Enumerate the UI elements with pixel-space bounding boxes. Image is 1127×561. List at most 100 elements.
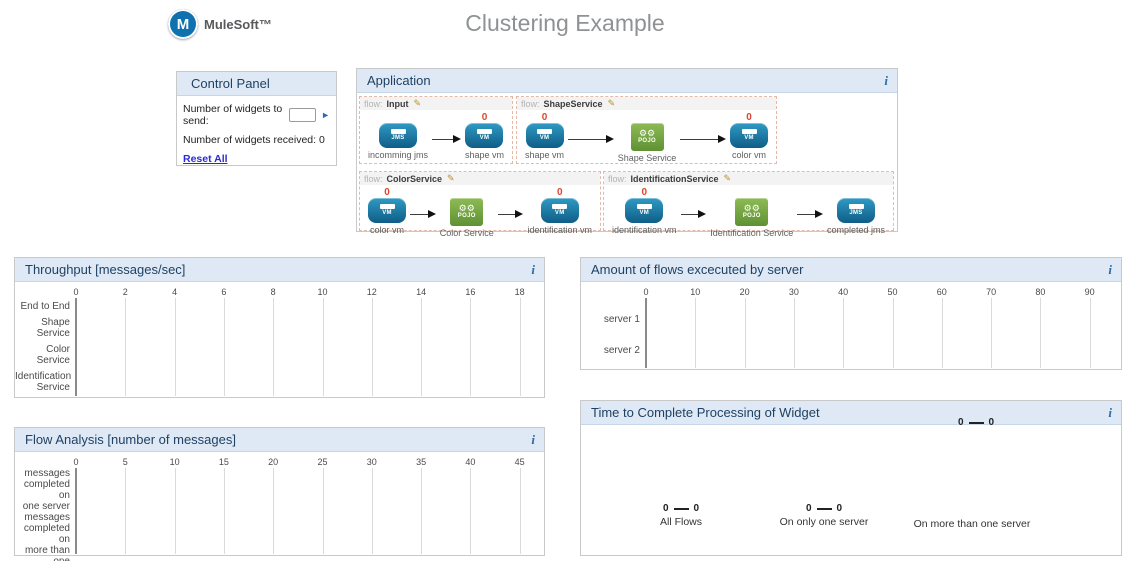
info-icon[interactable]: i [1108, 405, 1112, 420]
flow-header: flow:ShapeService✎ [517, 97, 776, 110]
message-count: 0 [746, 112, 752, 123]
throughput-panel-header: Throughput [messages/sec] i [15, 258, 544, 282]
flow-name: Input [386, 98, 409, 109]
reset-all-link[interactable]: Reset All [183, 153, 228, 165]
edit-flow-icon[interactable]: ✎ [723, 173, 732, 183]
flow-arrow-icon [568, 135, 614, 143]
gridline [273, 468, 275, 554]
brand: M MuleSoft™ [168, 9, 272, 39]
edit-flow-icon[interactable]: ✎ [607, 98, 616, 108]
flow-name: ShapeService [543, 98, 603, 109]
axis-tick-label: 40 [465, 457, 476, 467]
category-label: Color Service [36, 344, 70, 367]
info-icon[interactable]: i [531, 432, 535, 447]
flow-analysis-panel-title: Flow Analysis [number of messages] [25, 432, 236, 447]
flow-arrow-icon [410, 210, 436, 218]
message-count: 0 [556, 187, 563, 198]
flow-header: flow:ColorService ✎ [360, 172, 600, 185]
time-panel-title: Time to Complete Processing of Widget [591, 405, 820, 420]
gridline [1040, 298, 1042, 368]
flow-label-prefix: flow: [364, 173, 383, 184]
flow-node-label: Color Service [439, 228, 494, 238]
gridline [322, 298, 324, 396]
pojo-icon: ⚙⚙POJO [630, 123, 664, 151]
application-panel-header: Application i [357, 69, 897, 93]
flow-arrow-icon [432, 135, 461, 143]
axis-tick-label: 16 [465, 287, 476, 297]
axis-tick-label: 10 [690, 287, 701, 297]
range-max: 0 [988, 417, 995, 428]
group-label: All Flows [659, 516, 702, 528]
edit-flow-icon[interactable]: ✎ [413, 98, 422, 108]
message-count: 0 [641, 187, 648, 198]
vm-icon: VM [540, 198, 579, 223]
flow-node-label: Shape Service [617, 153, 677, 163]
category-label: Shape Service [36, 316, 70, 339]
axis-line [75, 468, 77, 554]
vm-icon: VM [730, 123, 769, 148]
flow-analysis-panel-header: Flow Analysis [number of messages] i [15, 428, 544, 452]
axis-tick-label: 90 [1084, 287, 1095, 297]
category-label: server 1 [603, 314, 640, 325]
info-icon[interactable]: i [1108, 262, 1112, 277]
range-value: 0 0 [581, 503, 781, 514]
gridline [371, 298, 373, 396]
gridline [125, 468, 127, 554]
axis-tick-label: 20 [268, 457, 279, 467]
gridline [223, 468, 225, 554]
axis-tick-label: 4 [172, 287, 178, 297]
throughput-panel-title: Throughput [messages/sec] [25, 262, 186, 277]
axis-tick-label: 15 [218, 457, 229, 467]
flow-name: ColorService [386, 173, 443, 184]
axis-tick-label: 2 [122, 287, 128, 297]
axis-tick-label: 12 [366, 287, 377, 297]
axis-tick-label: 20 [739, 287, 750, 297]
range-min: 0 [662, 503, 669, 514]
range-min: 0 [957, 417, 964, 428]
page-title: Clustering Example [465, 10, 665, 36]
axis-tick-label: 5 [122, 457, 128, 467]
vm-icon: VM [465, 123, 504, 148]
gridline [174, 298, 176, 396]
flow-label-prefix: flow: [608, 173, 627, 184]
vm-icon: VM [525, 123, 564, 148]
info-icon[interactable]: i [531, 262, 535, 277]
gridline [273, 298, 275, 396]
axis-line [75, 298, 77, 396]
gridline [1089, 298, 1091, 368]
time-panel-header: Time to Complete Processing of Widget i [581, 401, 1121, 425]
range-dash [673, 507, 689, 510]
pojo-icon: ⚙⚙POJO [735, 198, 769, 226]
edit-flow-icon[interactable]: ✎ [447, 173, 455, 183]
flow-node-label: identification vm [612, 225, 677, 235]
category-label: End to End [20, 300, 70, 312]
control-panel: Control Panel Number of widgets to send:… [176, 71, 337, 166]
flow-node-label: color vm [732, 150, 767, 160]
widgets-to-send-input[interactable] [289, 108, 317, 122]
axis-tick-label: 18 [514, 287, 525, 297]
widgets-received-label: Number of widgets received: 0 [183, 134, 325, 146]
range-max: 0 [836, 503, 843, 514]
send-arrow-button[interactable]: ► [321, 109, 330, 120]
logo-letter: M [176, 15, 190, 33]
range-dash [816, 507, 832, 510]
time-group-more-than-one-server: On more than one server [872, 516, 1072, 530]
gridline [991, 298, 993, 368]
flow-node-label: color vm [369, 225, 404, 235]
gridline [174, 468, 176, 554]
gridline [470, 468, 472, 554]
flow-node-label: completed jms [826, 225, 886, 235]
axis-tick-label: 50 [887, 287, 898, 297]
info-icon[interactable]: i [884, 73, 888, 88]
range-max: 0 [693, 503, 700, 514]
